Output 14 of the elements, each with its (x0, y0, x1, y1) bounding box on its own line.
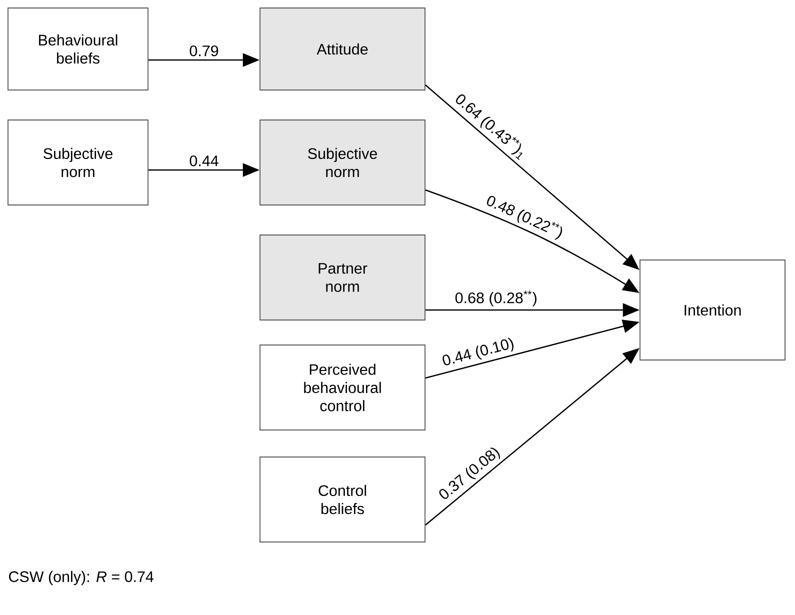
construct-box: Attitude (260, 8, 426, 90)
edge-label: 0.79 (190, 45, 218, 56)
note: CSW (only): R = 0.74 (9, 570, 154, 586)
edge-label: 0.68 (0.28$^{**}$) (455, 290, 536, 306)
edge-label: 0.48 (0.22$^{**}$) (486, 196, 562, 240)
construct-box: Control beliefs (260, 456, 426, 542)
edge-label: 0.44 (0.10) (442, 338, 514, 366)
construct-box: Intention (640, 260, 786, 360)
construct-box: Subjective norm (8, 120, 148, 206)
construct-box: Partner norm (260, 234, 426, 320)
construct-box: Behavioural beliefs (8, 8, 148, 90)
construct-box: Subjective norm (260, 120, 426, 206)
edge-label: 0.44 (190, 155, 218, 166)
construct-box: Perceived behavioural control (260, 344, 426, 430)
